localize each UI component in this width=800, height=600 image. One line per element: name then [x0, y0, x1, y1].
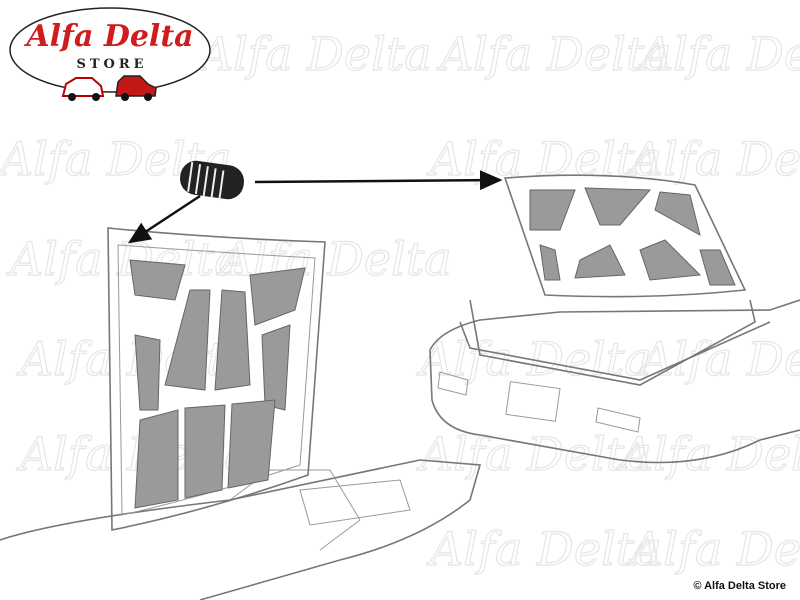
arrow-to-hood	[127, 194, 201, 244]
svg-text:Alfa Delta: Alfa Delta	[416, 332, 652, 386]
svg-text:Alfa Delta: Alfa Delta	[626, 132, 800, 186]
svg-text:Alfa Delta: Alfa Delta	[636, 332, 800, 386]
trunk-lid	[503, 174, 747, 298]
rubber-bumper-part	[180, 160, 244, 201]
svg-text:Alfa Delta: Alfa Delta	[196, 27, 432, 81]
svg-text:Alfa Delta: Alfa Delta	[636, 27, 800, 81]
svg-text:Alfa Delta: Alfa Delta	[23, 19, 193, 54]
store-logo: Alfa Delta STORE	[9, 7, 211, 101]
svg-text:Alfa Delta: Alfa Delta	[6, 232, 242, 286]
svg-text:STORE: STORE	[76, 57, 147, 72]
svg-text:Alfa Delta: Alfa Delta	[416, 427, 652, 481]
rear-car-body	[429, 299, 800, 464]
svg-text:Alfa Delta: Alfa Delta	[426, 522, 662, 576]
svg-text:Alfa Delta: Alfa Delta	[436, 27, 672, 81]
car-icon-white	[61, 77, 105, 101]
svg-text:Alfa Delta: Alfa Delta	[626, 522, 800, 576]
watermark-pattern: Alfa Delta Alfa Delta Alfa Delta Alfa De…	[0, 26, 800, 576]
svg-text:Alfa Delta: Alfa Delta	[616, 427, 800, 481]
copyright-notice: © Alfa Delta Store	[693, 580, 786, 592]
arrow-to-trunk-lid	[254, 170, 503, 191]
svg-text:Alfa Delta: Alfa Delta	[16, 332, 252, 386]
car-icon-red	[115, 75, 157, 101]
hood	[107, 227, 326, 531]
svg-text:Alfa Delta: Alfa Delta	[426, 132, 662, 186]
